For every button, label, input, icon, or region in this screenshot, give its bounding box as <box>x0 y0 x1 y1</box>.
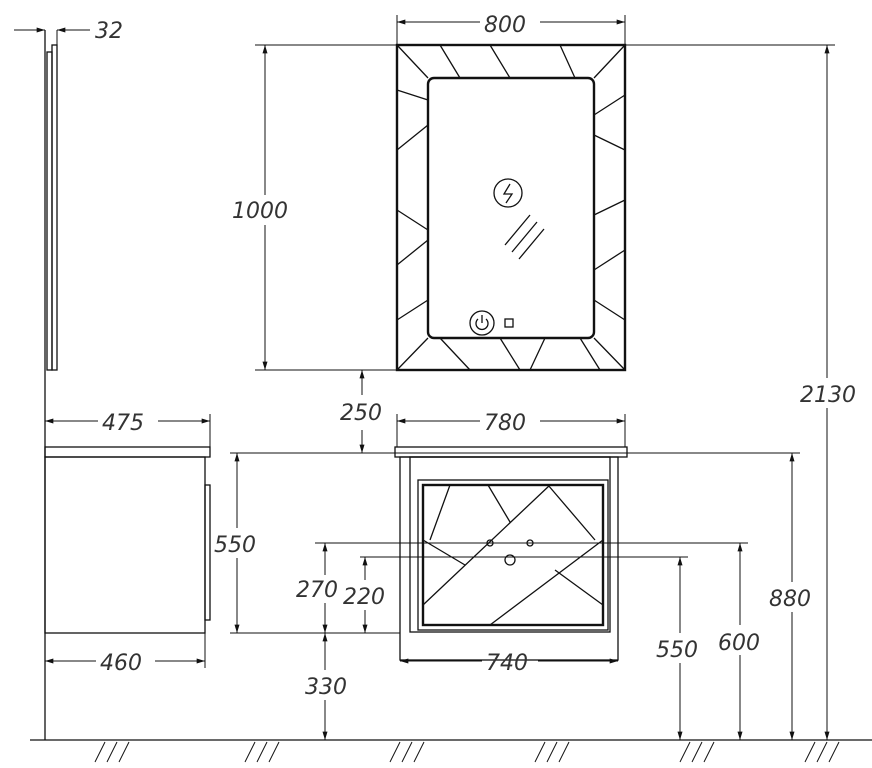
mirror-hatch-icon <box>504 214 545 260</box>
hatch-mark <box>558 741 570 763</box>
hatch-mark <box>401 741 413 763</box>
hatch-mark <box>389 741 401 763</box>
dim-label: 32 <box>95 19 123 44</box>
hatch-mark <box>256 741 268 763</box>
dim-550-right: 550 <box>656 556 698 741</box>
dim-label: 880 <box>769 587 811 612</box>
hatch-mark <box>268 741 280 763</box>
hatch-mark <box>94 741 106 763</box>
dim-cabinet-height: 550 <box>214 453 256 634</box>
dim-mirror-depth: 32 <box>14 19 123 45</box>
hatch-mark <box>413 741 425 763</box>
dim-label: 550 <box>214 533 256 558</box>
dim-label: 250 <box>340 401 382 426</box>
hatch-mark <box>679 741 691 763</box>
hatch-mark <box>828 741 840 763</box>
dim-total-height: 2130 <box>625 44 856 741</box>
dim-cabinet-width: 740 <box>400 651 619 676</box>
dim-gap: 250 <box>340 370 382 453</box>
cabinet-front-view <box>394 446 628 661</box>
hatch-mark <box>106 741 118 763</box>
mirror-side-view <box>46 44 58 371</box>
dim-label: 475 <box>102 411 144 436</box>
dim-label: 1000 <box>232 199 288 224</box>
dim-270: 270 <box>296 542 338 634</box>
hatch-mark <box>118 741 130 763</box>
dim-330: 330 <box>305 632 347 741</box>
dim-label: 220 <box>343 585 385 610</box>
dim-mirror-width: 800 <box>396 13 626 45</box>
hatch-mark <box>244 741 256 763</box>
hatch-mark <box>534 741 546 763</box>
dim-cabinet-depth: 460 <box>45 633 206 676</box>
dim-880: 880 <box>769 453 811 741</box>
hatch-mark <box>816 741 828 763</box>
dim-label: 780 <box>484 411 526 436</box>
dim-label: 330 <box>305 675 347 700</box>
hatch-mark <box>804 741 816 763</box>
dim-label: 550 <box>656 638 698 663</box>
dim-label: 800 <box>484 13 526 38</box>
dim-top-depth: 475 <box>45 411 211 447</box>
mirror-front-view <box>395 43 627 372</box>
dim-label: 600 <box>718 631 760 656</box>
hatch-mark <box>546 741 558 763</box>
hatch-mark <box>703 741 715 763</box>
dim-220: 220 <box>343 556 385 634</box>
dim-label: 460 <box>100 651 142 676</box>
floor-hatch <box>94 741 840 763</box>
dim-label: 740 <box>486 651 528 676</box>
hatch-mark <box>691 741 703 763</box>
power-button-icon[interactable] <box>469 310 495 336</box>
dim-label: 270 <box>296 578 338 603</box>
cabinet-side-view <box>44 446 211 634</box>
lightning-icon <box>493 178 523 208</box>
dim-top-width: 780 <box>396 411 626 447</box>
dim-mirror-height: 1000 <box>232 44 397 371</box>
dim-600: 600 <box>718 542 760 741</box>
dim-label: 2130 <box>800 383 856 408</box>
